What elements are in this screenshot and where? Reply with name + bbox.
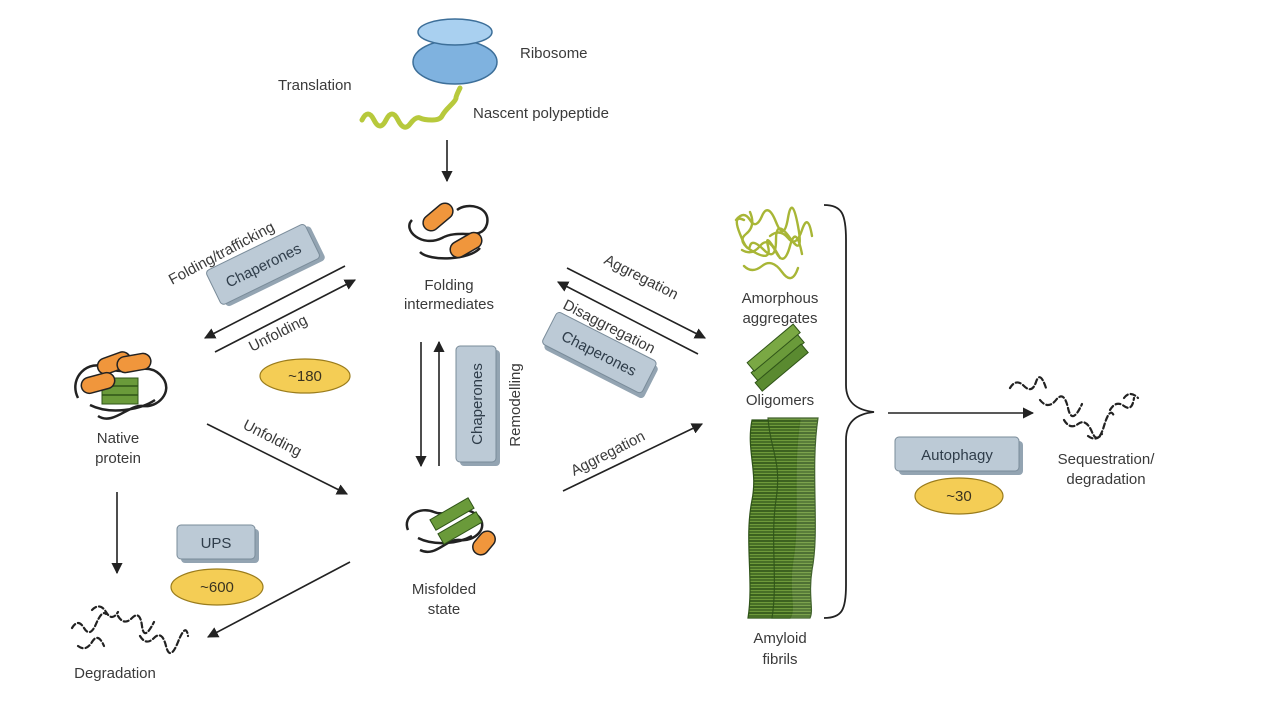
arrow-native-to-misfolded — [206, 423, 349, 495]
unfolding-mid-label: Unfolding — [240, 416, 304, 460]
amyloid-fibrils-label-2: fibrils — [762, 651, 797, 668]
ups-box: UPS — [176, 524, 259, 563]
arrow-folding-to-native — [204, 265, 346, 339]
autophagy-box: Autophagy — [894, 436, 1023, 475]
arrow-misfolded-to-degradation — [207, 561, 351, 638]
unfolding-top-label: Unfolding — [246, 312, 310, 356]
arrow-disaggregation — [557, 281, 699, 355]
folding-intermediates-label-2: intermediates — [404, 296, 494, 313]
aggregates-brace — [823, 204, 875, 619]
translation-label: Translation — [278, 77, 352, 94]
native-protein-icon — [74, 351, 168, 420]
degradation-fragments-icon — [70, 605, 190, 655]
amyloid-fibrils-label-1: Amyloid — [753, 630, 806, 647]
remodelling-label: Remodelling — [507, 363, 524, 446]
arrow-native-to-folding — [214, 279, 356, 353]
amorphous-aggregates-label-1: Amorphous — [742, 290, 819, 307]
autophagy-label: Autophagy — [921, 447, 993, 464]
folding-intermediates-icon — [408, 202, 489, 260]
oligomers-icon — [746, 323, 809, 392]
nascent-polypeptide-label: Nascent polypeptide — [473, 105, 609, 122]
misfolded-state-icon — [405, 497, 496, 556]
count-180-badge: ~180 — [259, 358, 351, 394]
degradation-label: Degradation — [74, 665, 156, 682]
aggregation-low-label: Aggregation — [568, 428, 648, 480]
sequestration-fragments-icon — [1008, 376, 1140, 440]
count-30-label: ~30 — [946, 488, 971, 505]
sequestration-label-2: degradation — [1066, 471, 1145, 488]
native-protein-label-1: Native — [97, 430, 140, 447]
count-600-badge: ~600 — [170, 568, 264, 606]
count-180-label: ~180 — [288, 368, 322, 385]
arrow-aggregation-top — [566, 267, 706, 339]
count-30-badge: ~30 — [914, 477, 1004, 515]
aggregation-top-label: Aggregation — [601, 251, 681, 303]
nascent-polypeptide-icon — [359, 85, 463, 130]
amyloid-fibrils-icon — [747, 417, 819, 619]
native-protein-label-2: protein — [95, 450, 141, 467]
ribosome-icon — [412, 18, 498, 85]
folding-intermediates-label-1: Folding — [424, 277, 473, 294]
oligomers-label: Oligomers — [746, 392, 814, 409]
chaperones-box-center: Chaperones — [455, 345, 500, 466]
ribosome-label: Ribosome — [520, 45, 588, 62]
amorphous-aggregates-icon — [734, 206, 814, 280]
misfolded-state-label-1: Misfolded — [412, 581, 476, 598]
ups-label: UPS — [201, 535, 232, 552]
sequestration-label-1: Sequestration/ — [1058, 451, 1156, 468]
arrow-aggregation-low — [562, 423, 704, 492]
count-600-label: ~600 — [200, 579, 234, 596]
chaperones-center-label: Chaperones — [469, 363, 486, 445]
misfolded-state-label-2: state — [428, 601, 461, 618]
amorphous-aggregates-label-2: aggregates — [742, 310, 817, 327]
